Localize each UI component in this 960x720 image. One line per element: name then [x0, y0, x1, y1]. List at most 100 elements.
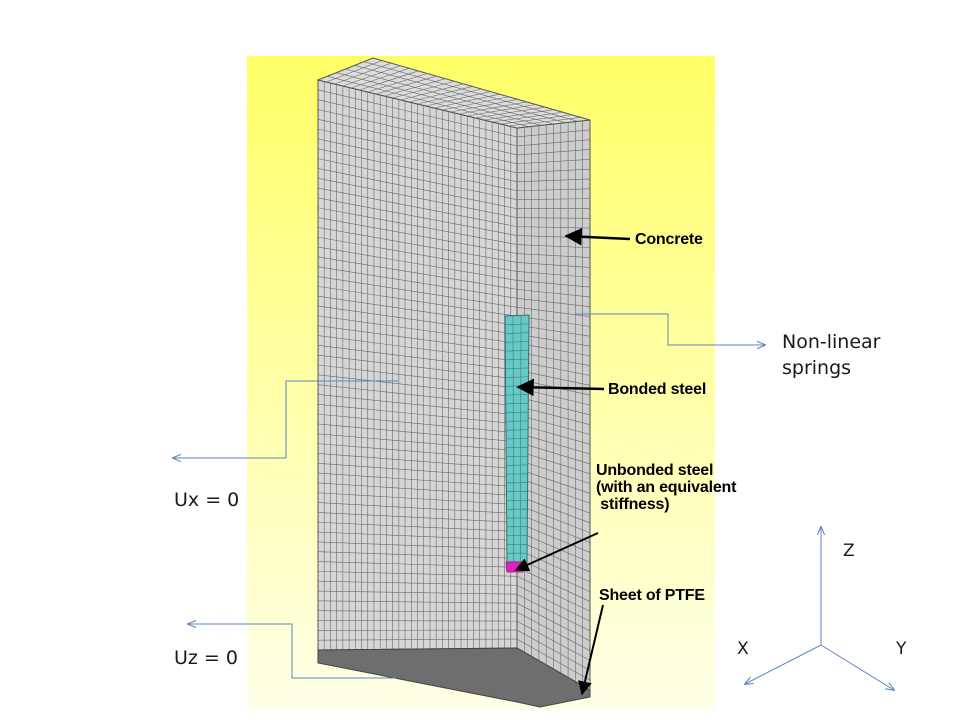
mesh-line — [516, 441, 591, 465]
mesh-line — [516, 149, 591, 156]
mesh-line — [317, 492, 518, 505]
mesh-line — [317, 423, 518, 443]
mesh-line — [354, 65, 566, 123]
mesh-line — [317, 295, 518, 326]
unbonded-steel-arrow — [514, 532, 599, 572]
mesh-grid — [317, 60, 591, 686]
mesh-line — [516, 198, 591, 201]
mesh-line — [317, 610, 518, 613]
mesh-line — [317, 531, 518, 541]
concrete-arrow — [564, 227, 631, 246]
mesh-line — [317, 590, 518, 595]
mesh-line — [516, 540, 591, 573]
springs-label: Non-linear springs — [782, 331, 881, 379]
bonded-steel-label: Bonded steel — [608, 381, 707, 398]
mesh-line — [345, 68, 554, 125]
steel-mesh-line — [505, 438, 529, 440]
mesh-line — [516, 178, 591, 183]
mesh-line — [516, 226, 591, 229]
mesh-line — [317, 276, 518, 308]
mesh-line — [317, 364, 518, 389]
uz-label: Uz = 0 — [174, 647, 238, 669]
mesh-line — [317, 413, 518, 434]
mesh-line — [516, 531, 591, 563]
mesh-line — [516, 217, 591, 219]
x-axis-label: X — [737, 639, 749, 659]
ux-label: Ux = 0 — [174, 489, 240, 511]
y-axis-label: Y — [896, 639, 907, 659]
mesh-line — [516, 159, 591, 165]
mesh-line — [516, 486, 591, 514]
mesh-line — [516, 495, 591, 524]
mesh-line — [317, 433, 518, 452]
mesh-line — [516, 522, 591, 553]
mesh-line — [317, 394, 518, 416]
mesh-line — [317, 227, 518, 263]
mesh-line — [516, 459, 591, 484]
steel-mesh-line — [505, 349, 529, 352]
mesh-line — [516, 414, 591, 435]
bonded-steel-mesh — [505, 315, 529, 563]
mesh-line — [317, 305, 518, 335]
mesh-line — [317, 256, 518, 290]
mesh-line — [317, 138, 518, 183]
mesh-line — [317, 541, 518, 550]
mesh-line — [317, 620, 518, 622]
steel-mesh-line — [505, 332, 529, 334]
mesh-line — [317, 580, 518, 586]
steel-mesh-line — [505, 420, 529, 422]
mesh-line — [516, 567, 591, 602]
mesh-line — [516, 432, 591, 455]
mesh-line — [516, 549, 591, 583]
mesh-line — [516, 289, 591, 298]
steel-mesh-line — [505, 402, 529, 405]
unbonded-steel-label: Unbonded steel (with an equivalent stiff… — [596, 462, 737, 513]
mesh-line — [516, 396, 591, 416]
mesh-line — [516, 139, 591, 147]
mesh-line — [516, 513, 591, 543]
bonded-steel-arrow — [516, 378, 605, 397]
mesh-line — [317, 600, 518, 604]
mesh-line — [317, 502, 518, 514]
mesh-line — [363, 61, 578, 122]
mesh-line — [317, 207, 518, 245]
mesh-line — [317, 187, 518, 227]
mesh-line — [516, 360, 591, 376]
mesh-line — [516, 244, 591, 249]
coordinate-axes — [745, 527, 894, 690]
mesh-line — [317, 128, 518, 174]
mesh-line — [317, 335, 518, 362]
ptfe-sheet — [317, 647, 591, 708]
mesh-line — [516, 638, 591, 681]
concrete-label: Concrete — [635, 231, 703, 248]
mesh-line — [317, 472, 518, 487]
mesh-line — [317, 99, 518, 147]
mesh-line — [317, 246, 518, 281]
mesh-line — [516, 262, 591, 268]
steel-mesh-line — [505, 358, 529, 361]
mesh-line — [317, 374, 518, 398]
mesh-line — [516, 576, 591, 612]
steel-mesh-line — [505, 429, 529, 431]
mesh-line — [317, 177, 518, 218]
mesh-line — [516, 629, 591, 671]
mesh-line — [516, 620, 591, 661]
mesh-line — [516, 504, 591, 534]
mesh-line — [317, 148, 518, 192]
mesh-line — [516, 602, 591, 642]
steel-mesh-line — [505, 323, 529, 326]
mesh-line — [317, 462, 518, 478]
mesh-line — [317, 119, 518, 165]
mesh-line — [516, 253, 591, 258]
mesh-line — [317, 571, 518, 577]
mesh-line — [516, 405, 591, 425]
mesh-line — [516, 280, 591, 288]
y-axis-arrow — [820, 644, 894, 690]
mesh-line — [317, 638, 518, 641]
uz-leader — [188, 624, 396, 679]
mesh-line — [317, 197, 518, 236]
mesh-line — [317, 217, 518, 254]
x-axis-arrow — [745, 644, 822, 684]
mesh-line — [317, 109, 518, 156]
